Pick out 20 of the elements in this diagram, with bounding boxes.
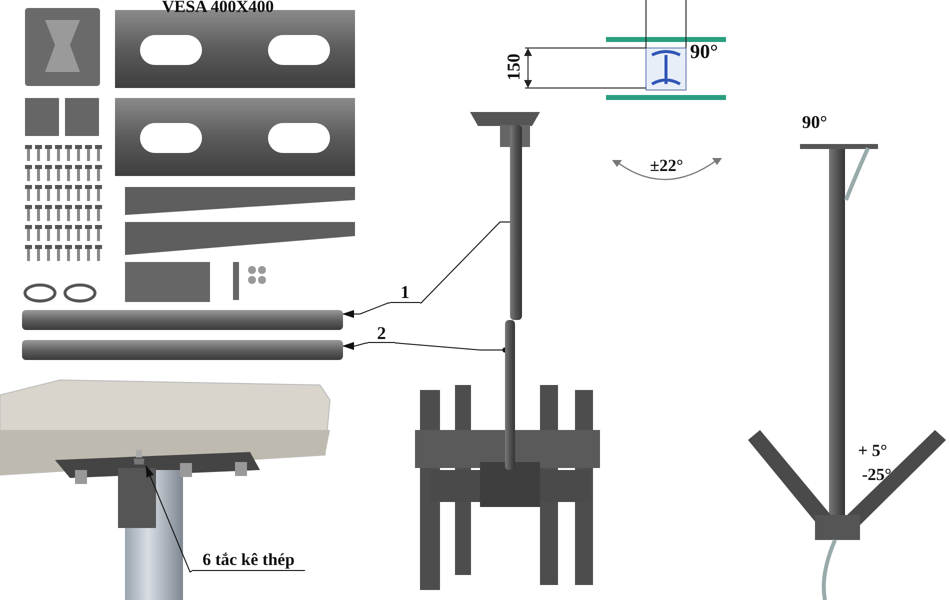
pole-tube (510, 125, 522, 320)
angle-label: 90° (690, 42, 718, 62)
leader-line (146, 465, 192, 573)
callout-number: 1 (390, 283, 420, 303)
pole-tube (505, 320, 515, 470)
angle-label: ±22° (650, 157, 684, 174)
angle-label: + 5° (858, 442, 888, 459)
leader-line (420, 222, 510, 304)
leader-line (342, 302, 390, 318)
anchor-bolt-icon (132, 450, 146, 466)
pole-tube (22, 310, 343, 330)
angle-label: -25° (862, 466, 892, 483)
leader-line (342, 342, 368, 350)
dimension-label: 150 (504, 54, 522, 80)
callout-label: 6 tắc kê thép (192, 551, 305, 571)
angle-label: 90° (802, 113, 828, 131)
leader-line (394, 342, 508, 353)
callout-number: 2 (368, 324, 395, 343)
pole-tube (22, 340, 343, 360)
part-caption: VESA 400X400 (162, 0, 274, 15)
